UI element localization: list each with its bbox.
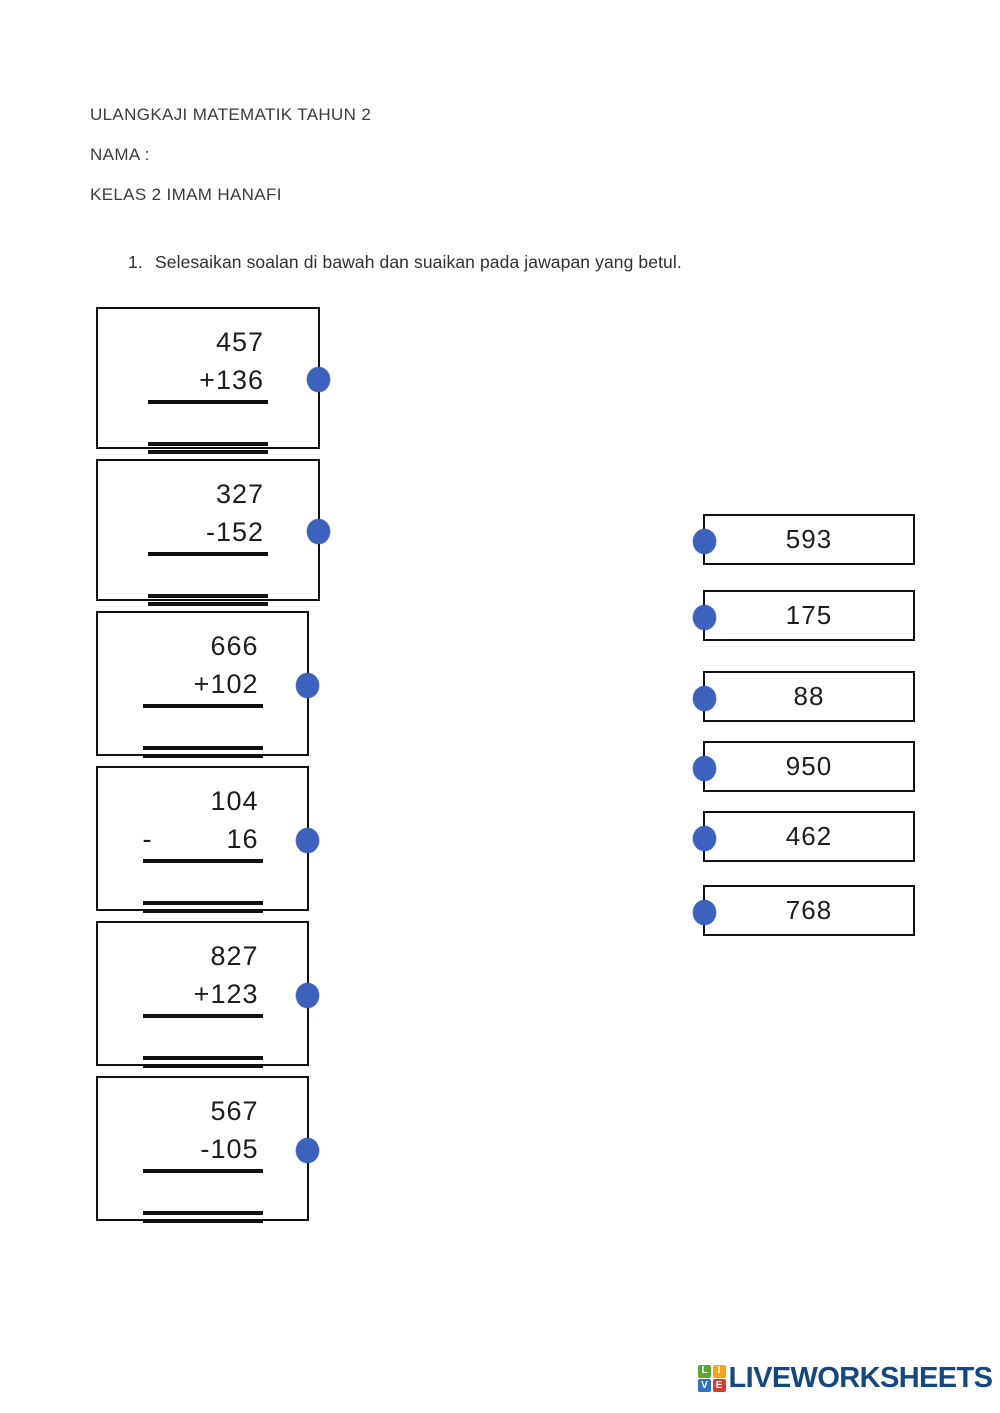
answer-double-rule xyxy=(148,442,268,454)
answer-double-rule xyxy=(142,1211,263,1223)
worksheet-header: ULANGKAJI MATEMATIK TAHUN 2 NAMA : KELAS… xyxy=(90,95,790,215)
connector-dot[interactable] xyxy=(693,686,716,711)
problem-box[interactable]: 827 +123 xyxy=(96,921,319,1068)
answer-box[interactable]: 175 xyxy=(693,590,915,641)
addend-top: 827 xyxy=(210,941,259,971)
connector-dot[interactable] xyxy=(296,672,319,698)
connector-dot[interactable] xyxy=(693,529,716,554)
vertical-sum: 457 +136 xyxy=(148,309,268,454)
answer-value: 462 xyxy=(785,821,833,851)
operand-rule xyxy=(142,859,263,863)
vertical-sum: 666 +102 xyxy=(142,613,263,758)
addend-bottom: 105 xyxy=(210,1134,259,1164)
operator-symbol: - xyxy=(205,517,216,547)
worksheet-title: ULANGKAJI MATEMATIK TAHUN 2 xyxy=(90,105,372,124)
vertical-sum: 104 - 16 xyxy=(142,768,263,913)
connector-dot[interactable] xyxy=(307,519,330,544)
operator-symbol: + xyxy=(193,669,211,699)
addend-top: 104 xyxy=(210,786,259,816)
addend-bottom-row: - 16 xyxy=(143,820,263,858)
addend-bottom: 102 xyxy=(210,669,259,699)
instruction-line: 1. Selesaikan soalan di bawah dan suaika… xyxy=(128,252,682,273)
connector-dot[interactable] xyxy=(307,367,330,392)
operator-symbol: + xyxy=(193,979,211,1009)
connector-dot[interactable] xyxy=(693,900,716,925)
vertical-sum: 567 -105 xyxy=(142,1078,263,1223)
operand-rule xyxy=(142,1014,263,1018)
addend-bottom-row: +123 xyxy=(143,975,263,1013)
answer-box[interactable]: 462 xyxy=(693,811,915,862)
answer-box[interactable]: 88 xyxy=(693,671,915,722)
operator-symbol: - xyxy=(142,824,153,854)
logo-tile-e: E xyxy=(712,1379,726,1393)
addend-top: 666 xyxy=(210,631,259,661)
vertical-sum: 327 -152 xyxy=(148,461,268,606)
addend-bottom-row: -152 xyxy=(148,513,268,551)
problem-box[interactable]: 666 +102 xyxy=(96,611,319,758)
answer-double-rule xyxy=(148,594,268,606)
logo-tile-v: V xyxy=(698,1379,711,1393)
operand-rule xyxy=(142,1169,263,1173)
addend-bottom-row: +102 xyxy=(143,665,263,703)
instruction-text: Selesaikan soalan di bawah dan suaikan p… xyxy=(155,252,682,272)
vertical-sum: 827 +123 xyxy=(142,923,263,1068)
answer-value: 88 xyxy=(793,681,825,711)
logo-tile-i: I xyxy=(712,1364,726,1378)
connector-dot[interactable] xyxy=(693,756,716,781)
connector-dot[interactable] xyxy=(296,982,319,1008)
addend-bottom-row: +136 xyxy=(148,361,268,399)
problem-box[interactable]: 457 +136 xyxy=(96,307,330,454)
operator-symbol: + xyxy=(199,365,216,395)
addend-top: 327 xyxy=(215,479,264,509)
answer-value: 593 xyxy=(785,524,833,554)
problem-box[interactable]: 567 -105 xyxy=(96,1076,319,1223)
liveworksheets-wordmark: LIVEWORKSHEETS xyxy=(728,1362,994,1394)
operand-rule xyxy=(142,704,263,708)
addend-top: 457 xyxy=(215,327,264,357)
addend-bottom: 123 xyxy=(210,979,259,1009)
answer-box[interactable]: 950 xyxy=(693,741,915,792)
answer-column: 593 175 88 950 462 768 xyxy=(693,514,915,936)
answer-box[interactable]: 593 xyxy=(693,514,915,565)
answer-value: 768 xyxy=(785,895,833,925)
name-field-label: NAMA : xyxy=(90,145,150,164)
addend-top: 567 xyxy=(210,1096,259,1126)
problem-box[interactable]: 327 -152 xyxy=(96,459,330,606)
addend-bottom-row: -105 xyxy=(143,1130,263,1168)
connector-dot[interactable] xyxy=(693,826,716,851)
answer-double-rule xyxy=(142,901,263,913)
answer-double-rule xyxy=(142,746,263,758)
addend-bottom: 16 xyxy=(226,824,259,854)
logo-tile-l: L xyxy=(698,1364,711,1378)
connector-dot[interactable] xyxy=(693,605,716,630)
answer-value: 175 xyxy=(785,600,833,630)
answer-value: 950 xyxy=(785,751,833,781)
connector-dot[interactable] xyxy=(296,1137,319,1163)
connector-dot[interactable] xyxy=(296,827,319,853)
operator-symbol: - xyxy=(200,1134,211,1164)
class-label: KELAS 2 IMAM HANAFI xyxy=(90,185,282,204)
instruction-number: 1. xyxy=(128,252,143,272)
answer-double-rule xyxy=(142,1056,263,1068)
answer-box[interactable]: 768 xyxy=(693,885,915,936)
addend-bottom: 136 xyxy=(215,365,264,395)
problem-box[interactable]: 104 - 16 xyxy=(96,766,319,913)
operand-rule xyxy=(148,400,268,404)
operand-rule xyxy=(148,552,268,556)
addend-bottom: 152 xyxy=(215,517,264,547)
